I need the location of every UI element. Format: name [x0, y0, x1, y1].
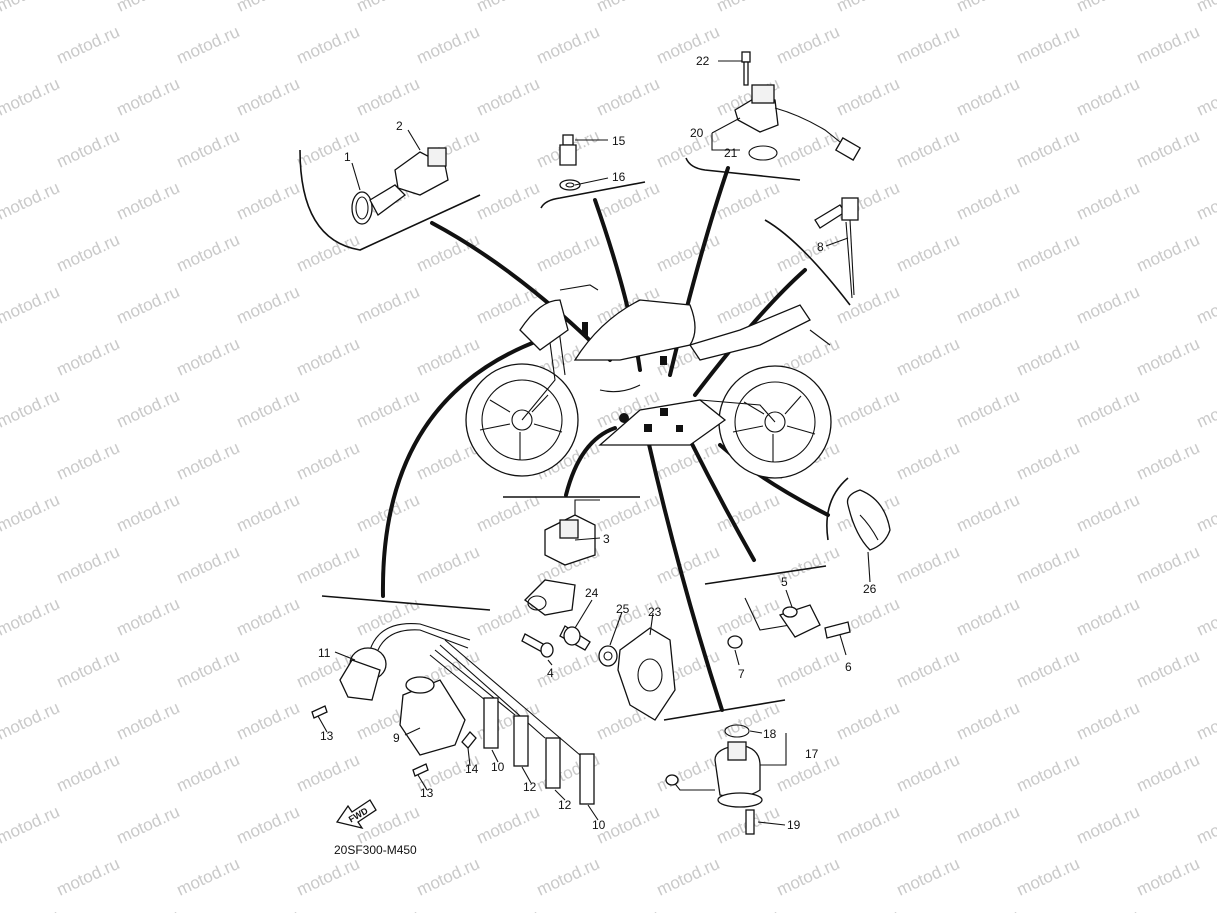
callout-25: 25: [616, 602, 630, 616]
callout-5: 5: [781, 575, 788, 589]
callout-11: 11: [318, 646, 331, 660]
callout-7: 7: [738, 667, 745, 681]
part-sidestand-switch: [814, 197, 859, 299]
callout-22: 22: [696, 54, 710, 68]
callout-13-a: 13: [320, 729, 334, 743]
part-relay: [524, 499, 600, 616]
part-fuel-sender: [665, 724, 763, 835]
part-neutral-switch: [727, 597, 851, 649]
callout-14: 14: [465, 762, 479, 776]
callout-15: 15: [612, 134, 626, 148]
part-coolant-sensor: [351, 147, 449, 225]
callout-21: 21: [724, 146, 738, 160]
callout-10-b: 10: [592, 818, 606, 832]
part-oil-switch: [559, 134, 581, 191]
fwd-arrow-icon: [335, 799, 377, 830]
callout-4: 4: [547, 666, 554, 680]
callout-16: 16: [612, 170, 626, 184]
callout-8: 8: [817, 240, 824, 254]
callout-12-a: 12: [523, 780, 537, 794]
diagram-code: 20SF300-M450: [334, 843, 417, 857]
panel-frames: [299, 149, 851, 721]
callout-9: 9: [393, 731, 400, 745]
callout-17: 17: [805, 747, 819, 761]
callout-10-a: 10: [491, 760, 505, 774]
motorcycle: [465, 284, 832, 479]
callout-18: 18: [763, 727, 777, 741]
callout-13-b: 13: [420, 786, 434, 800]
callout-20: 20: [690, 126, 704, 140]
part-ignition-coils: [311, 622, 595, 805]
callout-leaders: [317, 60, 871, 826]
callout-2: 2: [396, 119, 403, 133]
callout-1: 1: [344, 150, 351, 164]
part-cover: [846, 489, 891, 551]
callout-6: 6: [845, 660, 852, 674]
callout-19: 19: [787, 818, 801, 832]
callout-23: 23: [648, 605, 662, 619]
part-pickup-coil: [521, 625, 676, 721]
callout-12-b: 12: [558, 798, 572, 812]
callout-26: 26: [863, 582, 877, 596]
part-speed-sensor: [734, 51, 862, 161]
callout-24: 24: [585, 586, 599, 600]
callout-3: 3: [603, 532, 610, 546]
